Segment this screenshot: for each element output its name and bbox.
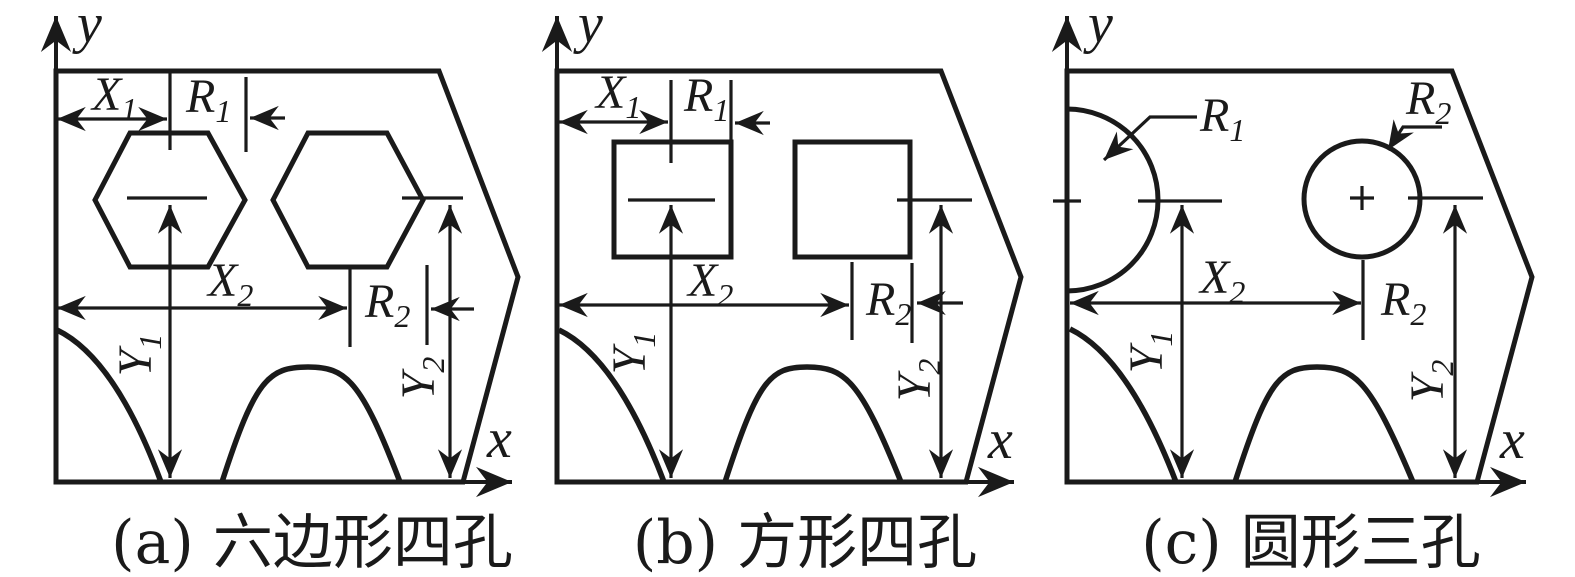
caption-a: (a) 六边形四孔 bbox=[111, 508, 513, 577]
bottom-dome-curve bbox=[722, 364, 904, 484]
dim-label-x2: X2 bbox=[1198, 251, 1245, 310]
dim-label-x2: X2 bbox=[206, 254, 253, 313]
bottom-dome-curve bbox=[219, 364, 403, 483]
bottom-left-curve bbox=[557, 327, 667, 483]
leader-r1 bbox=[1102, 115, 1197, 162]
plate-outline bbox=[1064, 68, 1535, 485]
dim-label-r2-bottom: R2 bbox=[1380, 273, 1426, 332]
x-axis-label: x bbox=[1499, 409, 1525, 471]
dim-label-r1: R1 bbox=[1199, 89, 1245, 148]
dim-label-x2: X2 bbox=[686, 254, 733, 313]
dim-label-r1: R1 bbox=[683, 69, 729, 128]
dim-label-y2: Y2 bbox=[888, 359, 947, 402]
dim-label-r2-top: R2 bbox=[1405, 72, 1451, 131]
leader-r2-top bbox=[1386, 119, 1442, 151]
hexagon-hole-1 bbox=[92, 130, 248, 270]
dim-label-r2: R2 bbox=[865, 273, 911, 332]
panel-c: y x R1 R2 X2 R2 Y1 Y2 (c) 圆形三孔 bbox=[1051, 0, 1535, 577]
bottom-left-curve bbox=[1068, 326, 1179, 483]
x-axis-label: x bbox=[486, 408, 512, 470]
dim-label-y1: Y1 bbox=[109, 334, 168, 377]
panel-b: y x X1 R1 X2 R2 Y1 Y2 (b) 方形四孔 bbox=[541, 0, 1024, 577]
square-hole-2 bbox=[792, 139, 913, 260]
dim-label-y1: Y1 bbox=[603, 332, 662, 375]
bottom-left-curve bbox=[55, 327, 164, 483]
dim-label-y2: Y2 bbox=[392, 357, 451, 400]
y-axis-label: y bbox=[1083, 0, 1113, 55]
y-axis-label: y bbox=[72, 0, 102, 55]
hexagon-hole-2 bbox=[270, 130, 426, 270]
dim-label-x1: X1 bbox=[90, 68, 137, 127]
dim-label-y1: Y1 bbox=[1120, 331, 1179, 374]
dim-label-y2: Y2 bbox=[1401, 360, 1460, 403]
dim-label-x1: X1 bbox=[594, 66, 641, 125]
y-axis-label: y bbox=[573, 0, 603, 55]
panel-a: y x X1 R1 X2 R2 Y1 Y2 (a) 六边形四孔 bbox=[40, 0, 521, 577]
x-axis-label: x bbox=[987, 409, 1013, 471]
plate-outline bbox=[554, 68, 1024, 485]
bottom-dome-curve bbox=[1232, 364, 1416, 484]
caption-b: (b) 方形四孔 bbox=[633, 508, 977, 577]
caption-c: (c) 圆形三孔 bbox=[1141, 508, 1481, 577]
dim-label-r2: R2 bbox=[364, 275, 410, 334]
dim-label-r1: R1 bbox=[185, 70, 231, 129]
